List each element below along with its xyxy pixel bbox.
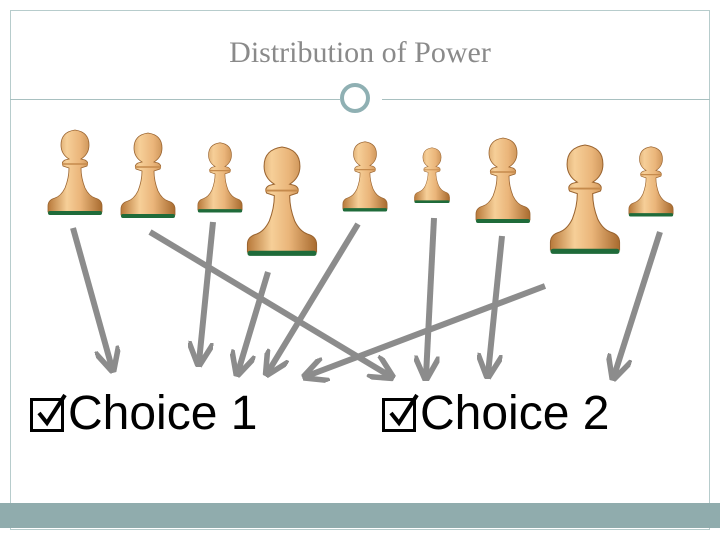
slide-title: Distribution of Power — [229, 36, 491, 69]
checked-box-icon — [30, 393, 67, 432]
pawn-icon — [342, 141, 388, 212]
pawn-icon — [47, 129, 103, 215]
arrow-9 — [614, 231, 663, 376]
pawn-icon — [628, 146, 674, 217]
checked-box-icon — [382, 393, 419, 432]
arrow-3 — [199, 221, 216, 362]
arrow-5 — [268, 222, 361, 372]
pawn-icon — [414, 147, 450, 203]
choice-1: Choice 1 — [30, 384, 257, 444]
title-rule-right — [382, 99, 710, 100]
arrow-1 — [70, 227, 112, 368]
choice-2-label: Choice 2 — [420, 387, 610, 440]
pawn-icon — [475, 137, 531, 223]
choice-1-label: Choice 1 — [68, 387, 258, 440]
arrows-layer — [70, 217, 663, 376]
pawns-layer — [47, 129, 674, 256]
arrow-8 — [307, 283, 547, 376]
title-rule-left — [10, 99, 340, 100]
pawn-icon — [549, 144, 621, 254]
arrow-6 — [426, 217, 434, 376]
pawn-icon — [197, 142, 243, 213]
footer-bar — [0, 503, 720, 528]
arrow-2 — [148, 229, 390, 376]
slide-frame — [10, 10, 710, 530]
pawn-icon — [120, 132, 176, 218]
arrow-4 — [238, 271, 271, 372]
title-ring-ornament — [340, 83, 370, 113]
pawn-icon — [246, 146, 318, 256]
choice-2: Choice 2 — [382, 384, 609, 444]
